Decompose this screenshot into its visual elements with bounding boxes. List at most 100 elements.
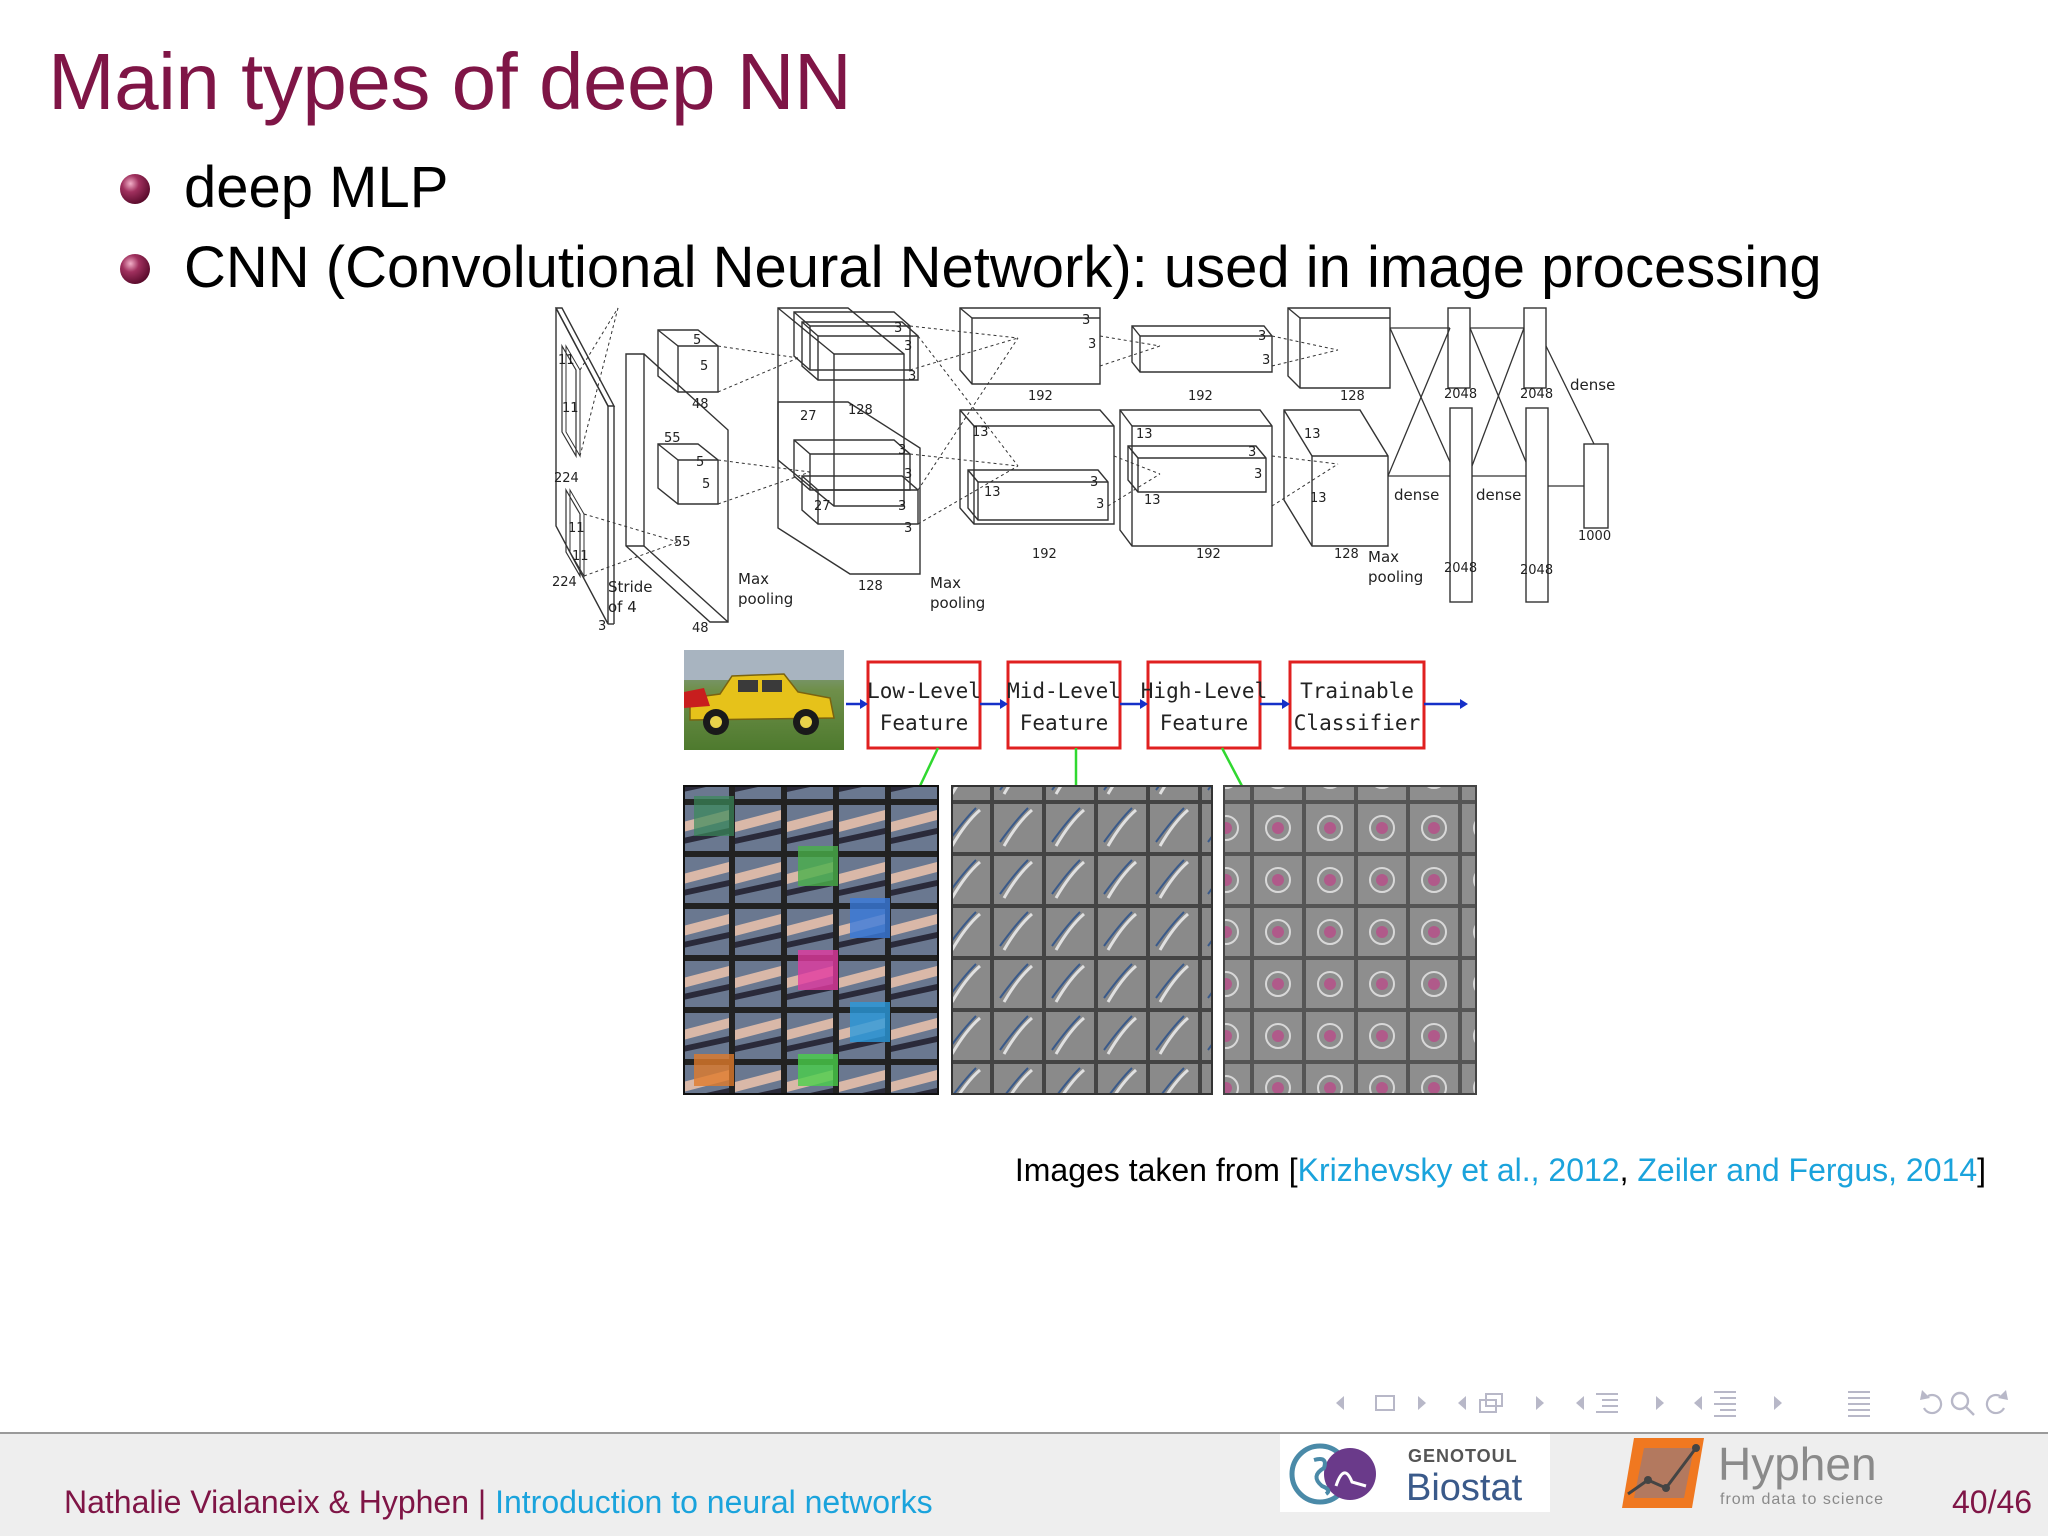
svg-text:11: 11 bbox=[572, 549, 589, 564]
svg-text:from data to science: from data to science bbox=[1720, 1491, 1884, 1508]
svg-text:5: 5 bbox=[696, 455, 704, 470]
svg-text:3: 3 bbox=[1096, 497, 1104, 512]
svg-text:13: 13 bbox=[972, 425, 989, 440]
svg-text:48: 48 bbox=[692, 397, 709, 412]
high-level-features-grid bbox=[1223, 785, 1477, 1095]
svg-text:13: 13 bbox=[1144, 493, 1161, 508]
nav-slide-prev-icon[interactable] bbox=[1336, 1396, 1344, 1410]
dense-layer-1-lower bbox=[1449, 407, 1473, 603]
svg-text:3: 3 bbox=[1262, 353, 1270, 368]
svg-text:2048: 2048 bbox=[1520, 563, 1553, 578]
nav-section-prev-icon[interactable] bbox=[1694, 1396, 1702, 1410]
dense-layer-2-upper bbox=[1523, 307, 1547, 389]
svg-text:Stride: Stride bbox=[608, 578, 653, 596]
citation-link-zeiler[interactable]: Zeiler and Fergus, 2014 bbox=[1637, 1152, 1978, 1188]
svg-text:2048: 2048 bbox=[1444, 387, 1477, 402]
svg-text:3: 3 bbox=[1082, 313, 1090, 328]
bullet-text: deep MLP bbox=[184, 155, 449, 220]
svg-text:3: 3 bbox=[904, 467, 912, 482]
svg-text:3: 3 bbox=[904, 339, 912, 354]
hyphen-logo: Hyphen from data to science bbox=[1622, 1438, 1884, 1508]
slide-title: Main types of deep NN bbox=[48, 37, 852, 126]
nav-slide-icon[interactable] bbox=[1375, 1395, 1395, 1411]
page-number: 40/46 bbox=[1952, 1484, 2033, 1520]
svg-text:pooling: pooling bbox=[1368, 568, 1423, 586]
svg-text:3: 3 bbox=[1088, 337, 1096, 352]
conv1-upper-block bbox=[657, 329, 719, 393]
svg-text:13: 13 bbox=[1136, 427, 1153, 442]
svg-text:Feature: Feature bbox=[1160, 711, 1249, 735]
svg-text:3: 3 bbox=[1090, 475, 1098, 490]
svg-text:3: 3 bbox=[1248, 445, 1256, 460]
nav-section-icon[interactable] bbox=[1714, 1391, 1736, 1417]
nav-frame-icon[interactable] bbox=[1479, 1393, 1503, 1413]
bullet-icon bbox=[120, 254, 150, 284]
footer-divider bbox=[0, 1432, 2048, 1434]
svg-text:2048: 2048 bbox=[1444, 561, 1477, 576]
svg-text:High-Level: High-Level bbox=[1141, 679, 1267, 703]
svg-text:Trainable: Trainable bbox=[1300, 679, 1414, 703]
conv3-volume bbox=[959, 307, 1101, 385]
flow-arrows bbox=[846, 699, 1468, 709]
svg-text:Hyphen: Hyphen bbox=[1718, 1438, 1877, 1490]
feature-links bbox=[918, 747, 1244, 787]
nav-back-icon[interactable] bbox=[1920, 1390, 1943, 1415]
nav-section-next-icon[interactable] bbox=[1774, 1396, 1782, 1410]
svg-text:Biostat: Biostat bbox=[1406, 1467, 1523, 1509]
svg-text:11: 11 bbox=[558, 353, 575, 368]
svg-text:192: 192 bbox=[1196, 547, 1221, 562]
svg-text:dense: dense bbox=[1394, 486, 1439, 504]
svg-text:2048: 2048 bbox=[1520, 387, 1553, 402]
footer-authors: Nathalie Vialaneix & Hyphen | Introducti… bbox=[64, 1484, 933, 1520]
svg-text:Max: Max bbox=[738, 570, 769, 588]
genotoul-biostat-logo: GENOTOUL Biostat bbox=[1280, 1434, 1550, 1512]
svg-text:11: 11 bbox=[568, 521, 585, 536]
nav-frame-prev-icon[interactable] bbox=[1458, 1396, 1466, 1410]
svg-text:128: 128 bbox=[848, 403, 873, 418]
svg-text:27: 27 bbox=[800, 409, 817, 424]
svg-text:3: 3 bbox=[908, 369, 916, 384]
svg-text:Mid-Level: Mid-Level bbox=[1007, 679, 1121, 703]
citation-link-krizhevsky[interactable]: Krizhevsky et al., 2012 bbox=[1297, 1152, 1620, 1188]
svg-text:of 4: of 4 bbox=[608, 598, 637, 616]
svg-text:GENOTOUL: GENOTOUL bbox=[1408, 1446, 1518, 1466]
mid-level-features-grid bbox=[951, 785, 1213, 1095]
svg-text:13: 13 bbox=[984, 485, 1001, 500]
svg-text:3: 3 bbox=[894, 321, 902, 336]
footer-bar bbox=[0, 1434, 2048, 1536]
nav-forward-icon[interactable] bbox=[1985, 1390, 2008, 1415]
svg-text:pooling: pooling bbox=[930, 594, 985, 612]
low-level-filters-grid bbox=[683, 785, 939, 1095]
dense-layer-2-lower bbox=[1525, 407, 1549, 603]
svg-text:128: 128 bbox=[1334, 547, 1359, 562]
svg-text:3: 3 bbox=[898, 443, 906, 458]
talk-title-link[interactable]: Introduction to neural networks bbox=[495, 1484, 933, 1520]
svg-text:55: 55 bbox=[674, 535, 691, 550]
beamer-navigation-bar bbox=[1336, 1390, 2008, 1417]
nav-document-icon[interactable] bbox=[1848, 1391, 1870, 1417]
svg-text:224: 224 bbox=[552, 575, 577, 590]
svg-text:192: 192 bbox=[1188, 389, 1213, 404]
svg-text:dense: dense bbox=[1476, 486, 1521, 504]
svg-text:128: 128 bbox=[858, 579, 883, 594]
bullet-item: deep MLP bbox=[120, 148, 1822, 228]
nav-frame-next-icon[interactable] bbox=[1536, 1396, 1544, 1410]
svg-text:224: 224 bbox=[554, 471, 579, 486]
stage-box-mid-level bbox=[1006, 660, 1122, 750]
output-layer bbox=[1583, 443, 1609, 529]
svg-text:11: 11 bbox=[562, 401, 579, 416]
svg-text:3: 3 bbox=[898, 499, 906, 514]
svg-text:192: 192 bbox=[1032, 547, 1057, 562]
svg-text:Max: Max bbox=[930, 574, 961, 592]
nav-subsection-icon[interactable] bbox=[1596, 1393, 1618, 1413]
nav-subsection-prev-icon[interactable] bbox=[1576, 1396, 1584, 1410]
svg-text:Max: Max bbox=[1368, 548, 1399, 566]
nav-slide-next-icon[interactable] bbox=[1418, 1396, 1426, 1410]
nav-subsection-next-icon[interactable] bbox=[1656, 1396, 1664, 1410]
svg-text:Classifier: Classifier bbox=[1294, 711, 1420, 735]
svg-text:dense: dense bbox=[1570, 376, 1615, 394]
nav-search-icon[interactable] bbox=[1950, 1391, 1975, 1416]
svg-text:5: 5 bbox=[702, 477, 710, 492]
svg-text:5: 5 bbox=[693, 333, 701, 348]
dense-layer-1-upper bbox=[1447, 307, 1471, 389]
